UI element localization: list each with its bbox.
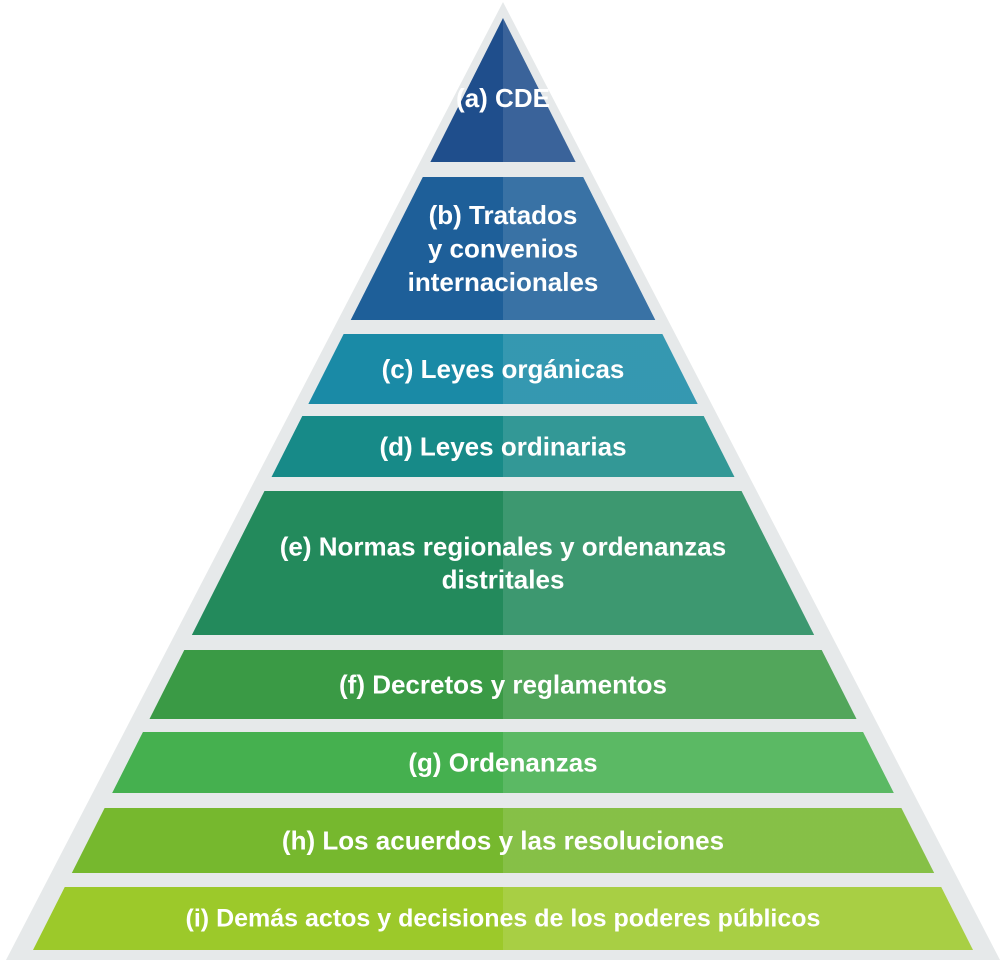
tier-f: (f) Decretos y reglamentos [149, 650, 857, 719]
tier-a-label: (a) CDE [456, 83, 550, 113]
tier-g: (g) Ordenanzas [112, 732, 894, 793]
tier-d: (d) Leyes ordinarias [271, 416, 735, 477]
pyramid-outline [6, 2, 1000, 960]
tier-b-label: y convenios [428, 234, 578, 264]
tier-a-sheen [430, 18, 576, 162]
tier-g-sheen [112, 732, 894, 793]
tier-h-sheen [71, 808, 935, 873]
tier-b-label: internacionales [408, 267, 599, 297]
tier-b-label: (b) Tratados [429, 200, 578, 230]
tier-f-label: (f) Decretos y reglamentos [339, 670, 667, 700]
tier-e-sheen [191, 491, 815, 635]
tier-e: (e) Normas regionales y ordenanzas distri… [191, 491, 815, 635]
tier-i: (i) Demás actos y decisiones de los pode… [33, 887, 973, 950]
tier-d-label: (d) Leyes ordinarias [379, 432, 626, 462]
tier-f-sheen [149, 650, 857, 719]
tier-c-sheen [308, 334, 698, 404]
tier-e-label: (e) Normas regionales y ordenanzas [280, 531, 726, 561]
tier-h: (h) Los acuerdos y las resoluciones [71, 808, 935, 873]
tier-c-label: (c) Leyes orgánicas [382, 354, 625, 384]
tier-g-label: (g) Ordenanzas [408, 748, 597, 778]
tier-i-sheen [33, 887, 973, 950]
tier-b-sheen [350, 177, 656, 320]
tier-e-label: distritales [442, 565, 565, 595]
tiers-layer: (a) CDE (b) Tratados y conveniosinternacio… [33, 18, 973, 950]
tier-a: (a) CDE [430, 18, 576, 162]
tier-d-sheen [271, 416, 735, 477]
tier-i-label: (i) Demás actos y decisiones de los pode… [186, 905, 821, 933]
tier-h-label: (h) Los acuerdos y las resoluciones [282, 826, 724, 856]
tier-c: (c) Leyes orgánicas [308, 334, 698, 404]
